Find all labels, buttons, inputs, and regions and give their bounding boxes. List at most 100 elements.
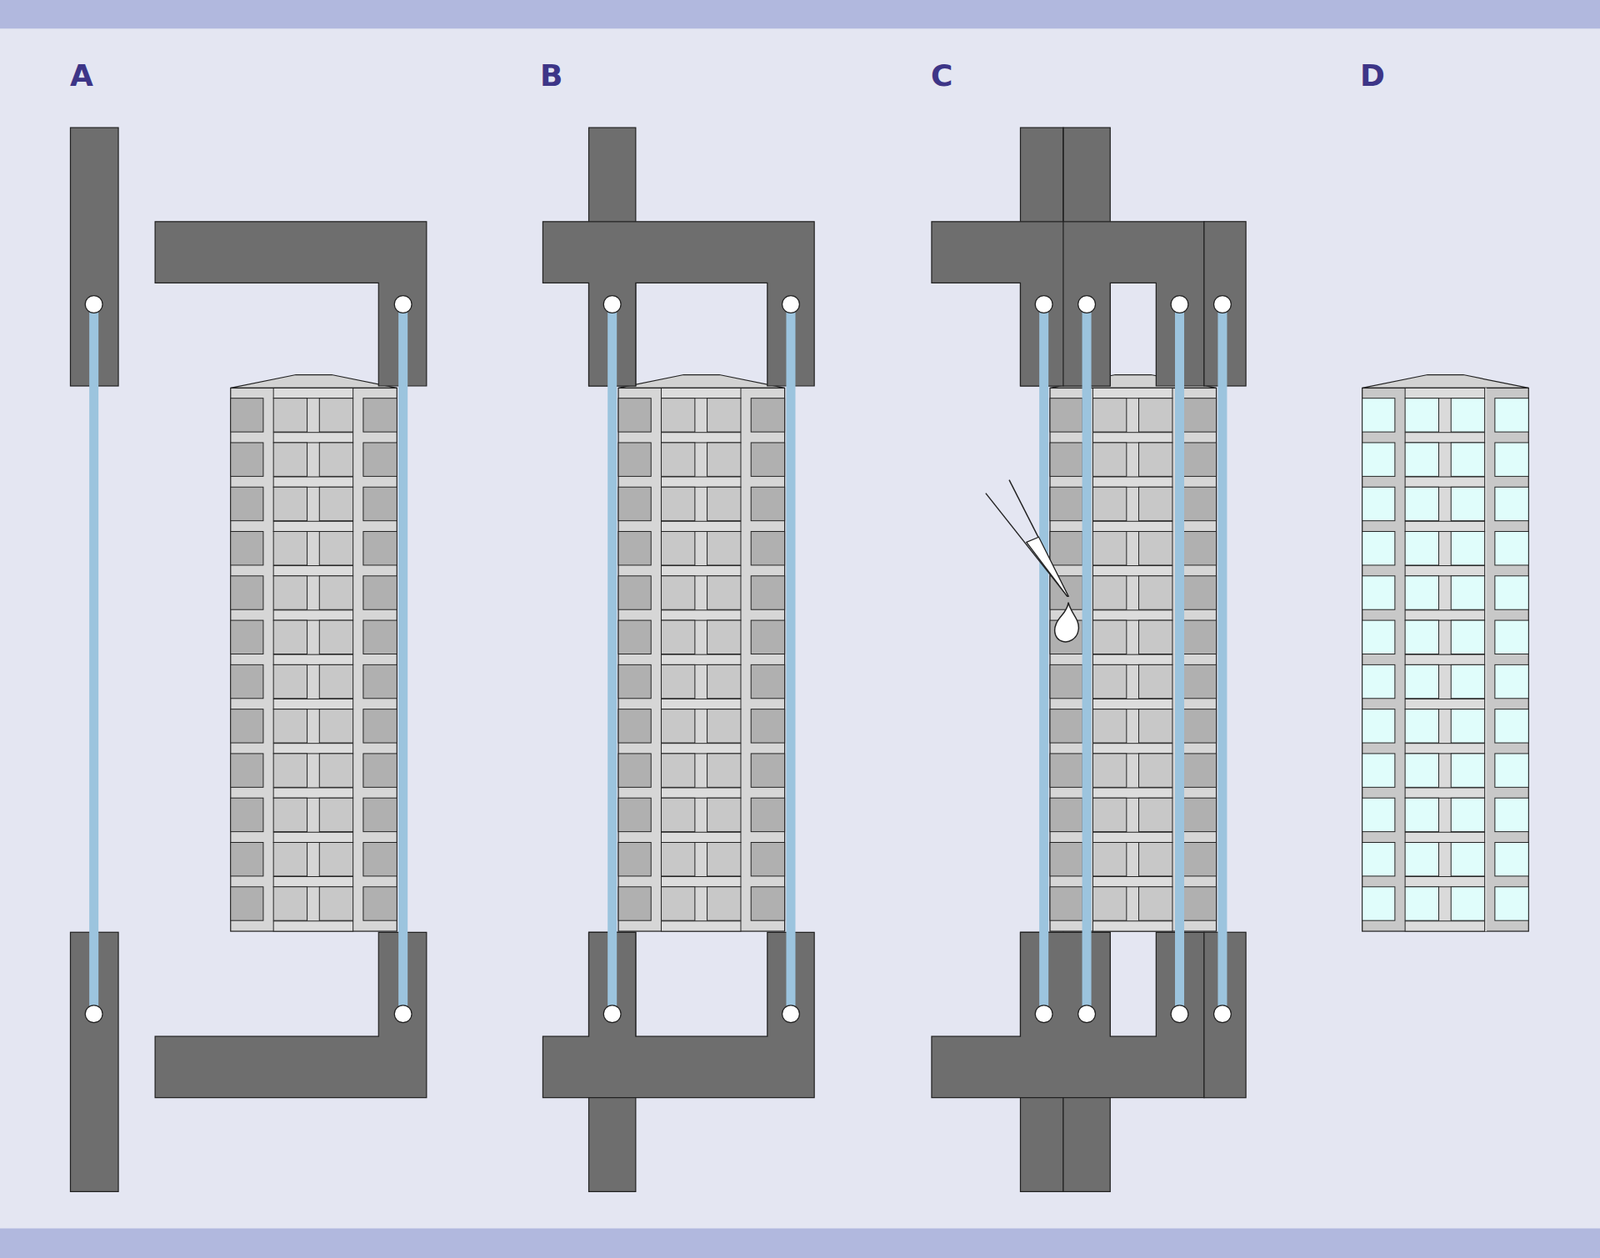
scaffold-pore xyxy=(1362,620,1395,654)
panel-label: D xyxy=(1360,60,1385,91)
scaffold-strut xyxy=(273,387,354,398)
scaffold-pore xyxy=(363,886,397,920)
scaffold-pore xyxy=(1092,886,1126,920)
scaffold-pore xyxy=(363,442,397,476)
scaffold-pore xyxy=(750,442,785,476)
scaffold-pore xyxy=(1450,664,1485,698)
scaffold-pore xyxy=(1362,753,1395,787)
wire xyxy=(89,304,99,1014)
scaffold-pore xyxy=(1092,709,1126,743)
scaffold-pore xyxy=(1450,486,1485,520)
scaffold-pore xyxy=(660,797,695,831)
scaffold-pore xyxy=(1495,841,1529,875)
scaffold-pore xyxy=(363,797,397,831)
scaffold-strut xyxy=(273,743,354,754)
eyelet xyxy=(1214,295,1232,314)
wire xyxy=(1217,304,1227,1014)
scaffold-pore xyxy=(660,886,695,920)
scaffold-pore xyxy=(1050,531,1083,565)
scaffold-pore xyxy=(1450,753,1485,787)
scaffold-strut xyxy=(1092,610,1173,620)
scaffold-strut xyxy=(1405,831,1485,842)
scaffold-pore xyxy=(1450,841,1485,875)
scaffold-pore xyxy=(1450,575,1485,610)
scaffold xyxy=(230,375,398,932)
scaffold-pore xyxy=(363,620,397,654)
scaffold-strut xyxy=(1092,920,1173,931)
scaffold-pore xyxy=(1405,620,1439,654)
scaffold-pore xyxy=(1495,709,1529,743)
scaffold-pore xyxy=(319,575,353,610)
scaffold-pore xyxy=(1450,886,1485,920)
scaffold-pore xyxy=(1092,620,1126,654)
scaffold-pore xyxy=(660,620,695,654)
scaffold-pore xyxy=(1405,442,1439,476)
clamp-bracket xyxy=(155,931,427,1097)
scaffold-strut xyxy=(1092,432,1173,443)
scaffold-pore xyxy=(750,620,785,654)
scaffold-strut xyxy=(1092,876,1173,887)
scaffold-pore xyxy=(707,442,741,476)
scaffold-pore xyxy=(1139,797,1173,831)
scaffold-pore xyxy=(1495,575,1529,610)
scaffold-body xyxy=(1362,387,1530,931)
scaffold-pore xyxy=(363,398,397,432)
scaffold-pore xyxy=(319,841,353,875)
bottom-band xyxy=(0,1227,1600,1258)
scaffold-pore xyxy=(1495,531,1529,565)
scaffold-strut xyxy=(660,476,741,487)
eyelet xyxy=(603,1005,621,1023)
scaffold-pore xyxy=(230,620,264,654)
scaffold-strut xyxy=(1092,654,1173,665)
eyelet xyxy=(1214,1005,1232,1023)
scaffold-pore xyxy=(660,398,695,432)
scaffold-pore xyxy=(750,664,785,698)
scaffold xyxy=(1362,375,1530,932)
scaffold-pore xyxy=(618,886,651,920)
scaffold-pore xyxy=(1362,709,1395,743)
scaffold-strut xyxy=(660,831,741,842)
scaffold-pore xyxy=(750,486,785,520)
scaffold-strut xyxy=(1092,565,1173,576)
scaffold-pore xyxy=(319,531,353,565)
scaffold-pore xyxy=(660,753,695,787)
clamp-bracket xyxy=(542,221,815,386)
eyelet xyxy=(85,295,103,314)
scaffold-pore xyxy=(750,398,785,432)
scaffold-strut xyxy=(1405,698,1485,709)
eyelet xyxy=(1078,1005,1096,1023)
eyelet xyxy=(1035,295,1053,314)
scaffold-pore xyxy=(1139,575,1173,610)
scaffold-pore xyxy=(707,531,741,565)
scaffold-strut xyxy=(1092,831,1173,842)
scaffold-strut xyxy=(273,920,354,931)
scaffold-strut xyxy=(660,654,741,665)
scaffold-pore xyxy=(319,442,353,476)
scaffolds xyxy=(230,375,1530,932)
scaffold-strut xyxy=(1405,520,1485,531)
scaffold-pore xyxy=(1182,664,1216,698)
scaffold-pore xyxy=(1450,709,1485,743)
scaffold-pore xyxy=(1362,886,1395,920)
eyelet xyxy=(1170,1005,1189,1023)
scaffold-pore xyxy=(230,797,264,831)
scaffold-pore xyxy=(273,664,307,698)
scaffold-pore xyxy=(750,841,785,875)
scaffold-pore xyxy=(273,442,307,476)
eyelet xyxy=(603,295,621,314)
wires xyxy=(85,295,1231,1023)
scaffold-pore xyxy=(273,709,307,743)
clamp-bracket xyxy=(931,931,1205,1097)
scaffold-strut xyxy=(1405,654,1485,665)
scaffold-pore xyxy=(1139,531,1173,565)
scaffold-body xyxy=(230,387,398,931)
scaffold-pore xyxy=(273,575,307,610)
scaffold-strut xyxy=(1405,876,1485,887)
scaffold-pore xyxy=(618,398,651,432)
scaffold-pore xyxy=(1450,398,1485,432)
scaffold-pore xyxy=(1092,398,1126,432)
scaffold-strut xyxy=(273,787,354,798)
scaffold-pore xyxy=(230,664,264,698)
pipette-tip xyxy=(1026,536,1069,596)
scaffold-pore xyxy=(707,753,741,787)
